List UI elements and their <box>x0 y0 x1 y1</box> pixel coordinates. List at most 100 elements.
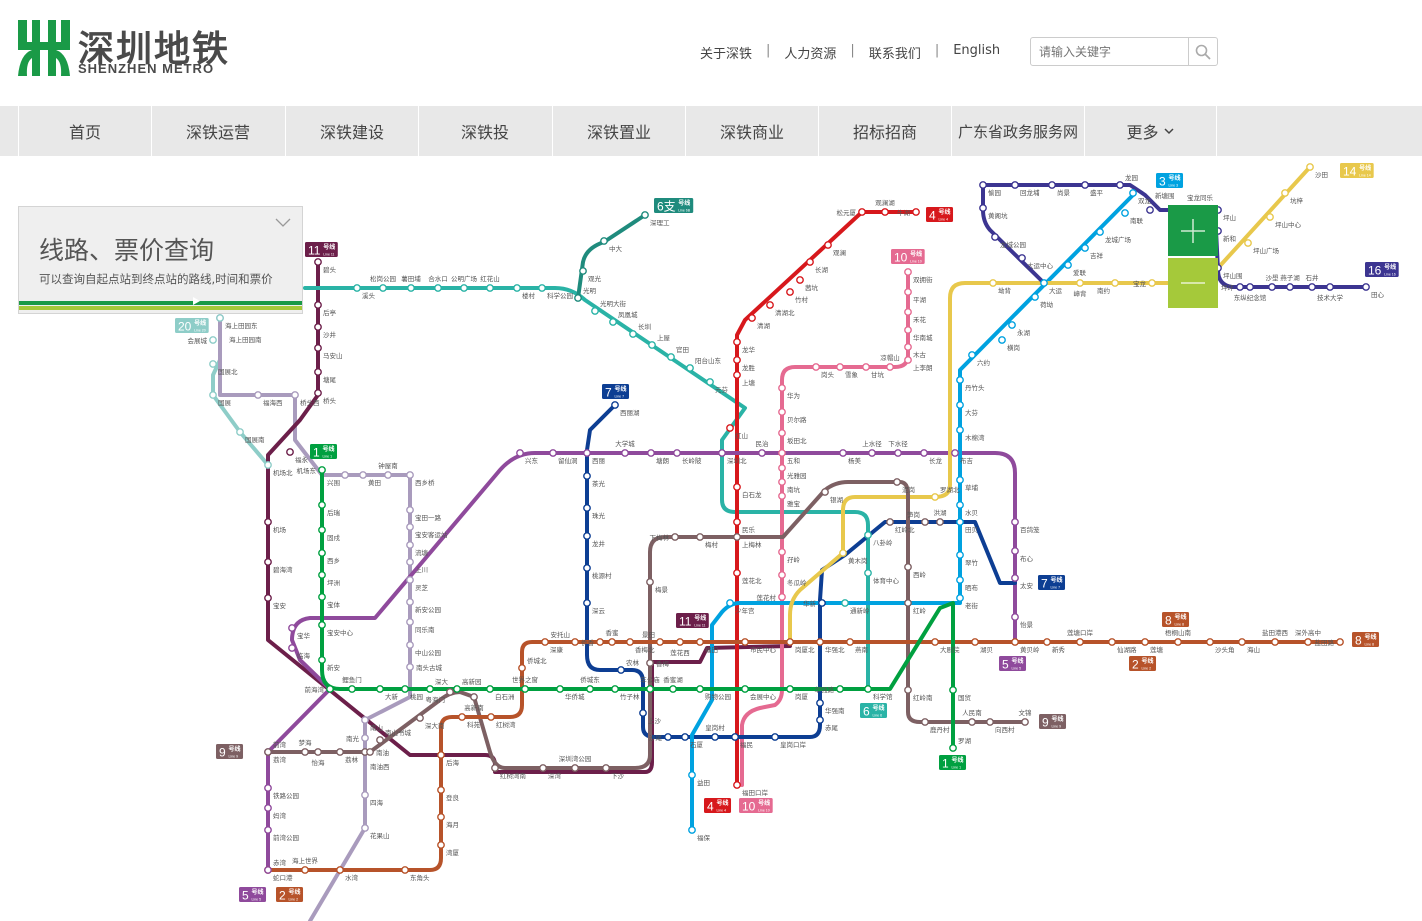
station-marker[interactable] <box>407 284 415 292</box>
station-marker[interactable] <box>583 472 591 480</box>
station-marker[interactable] <box>812 363 820 371</box>
station-marker[interactable] <box>264 784 272 792</box>
station-marker[interactable] <box>470 693 478 701</box>
station-marker[interactable] <box>1174 638 1182 646</box>
station-marker[interactable] <box>904 356 912 364</box>
station-marker[interactable] <box>886 518 894 526</box>
link-english[interactable]: English <box>953 43 1001 58</box>
station-marker[interactable] <box>318 656 326 664</box>
station-marker[interactable] <box>681 733 689 741</box>
station-marker[interactable] <box>646 685 654 693</box>
station-marker[interactable] <box>491 764 499 772</box>
station-marker[interactable] <box>571 638 579 646</box>
station-marker[interactable] <box>336 866 344 874</box>
station-marker[interactable] <box>841 599 849 607</box>
station-marker[interactable] <box>1271 638 1279 646</box>
station-marker[interactable] <box>688 771 696 779</box>
station-marker[interactable] <box>839 549 847 557</box>
station-marker[interactable] <box>956 576 964 584</box>
station-marker[interactable] <box>931 493 939 501</box>
station-marker[interactable] <box>1236 283 1244 291</box>
station-marker[interactable] <box>1011 613 1019 621</box>
station-marker[interactable] <box>1362 283 1370 291</box>
station-marker[interactable] <box>264 826 272 834</box>
station-marker[interactable] <box>487 713 495 721</box>
station-marker[interactable] <box>1011 574 1019 582</box>
station-marker[interactable] <box>733 533 741 541</box>
nav-construction[interactable]: 深铁建设 <box>285 106 418 156</box>
station-marker[interactable] <box>574 294 582 302</box>
station-marker[interactable] <box>868 449 876 457</box>
station-marker[interactable] <box>539 764 547 772</box>
station-marker[interactable] <box>968 718 976 726</box>
station-marker[interactable] <box>1238 638 1246 646</box>
station-marker[interactable] <box>1121 209 1129 217</box>
line-badge[interactable]: 6支号线Line 6B <box>654 198 694 214</box>
station-marker[interactable] <box>998 336 1006 344</box>
station-marker[interactable] <box>264 558 272 566</box>
station-marker[interactable] <box>1021 718 1029 726</box>
station-marker[interactable] <box>1011 181 1019 189</box>
station-marker[interactable] <box>1306 163 1314 171</box>
station-marker[interactable] <box>318 466 326 474</box>
station-marker[interactable] <box>1064 261 1072 269</box>
station-marker[interactable] <box>366 748 374 756</box>
logo[interactable]: 深圳地铁 SHENZHEN METRO <box>18 20 233 78</box>
station-marker[interactable] <box>376 685 384 693</box>
station-marker[interactable] <box>1111 279 1119 287</box>
station-marker[interactable] <box>1308 283 1316 291</box>
station-marker[interactable] <box>846 638 854 646</box>
station-marker[interactable] <box>956 518 964 526</box>
station-marker[interactable] <box>583 532 591 540</box>
station-marker[interactable] <box>688 826 696 834</box>
station-marker[interactable] <box>301 748 309 756</box>
station-marker[interactable] <box>318 549 326 557</box>
station-marker[interactable] <box>264 461 272 469</box>
station-marker[interactable] <box>778 408 786 416</box>
link-contact[interactable]: 联系我们 <box>868 47 921 62</box>
station-marker[interactable] <box>406 576 414 584</box>
nav-home[interactable]: 首页 <box>18 106 151 156</box>
station-marker[interactable] <box>602 764 610 772</box>
station-marker[interactable] <box>778 492 786 500</box>
station-marker[interactable] <box>778 429 786 437</box>
station-marker[interactable] <box>291 391 299 399</box>
station-marker[interactable] <box>1129 189 1137 197</box>
station-marker[interactable] <box>314 301 322 309</box>
station-marker[interactable] <box>264 518 272 526</box>
station-marker[interactable] <box>314 344 322 352</box>
station-marker[interactable] <box>209 391 217 399</box>
station-marker[interactable] <box>583 504 591 512</box>
station-marker[interactable] <box>1048 181 1056 189</box>
station-marker[interactable] <box>1040 279 1048 287</box>
station-marker[interactable] <box>904 288 912 296</box>
station-marker[interactable] <box>460 284 468 292</box>
station-marker[interactable] <box>648 341 656 349</box>
station-marker[interactable] <box>1146 206 1154 214</box>
station-marker[interactable] <box>718 449 726 457</box>
station-marker[interactable] <box>406 541 414 549</box>
station-marker[interactable] <box>1011 547 1019 555</box>
station-marker[interactable] <box>1076 638 1084 646</box>
station-marker[interactable] <box>821 488 829 496</box>
station-marker[interactable] <box>359 471 367 479</box>
station-marker[interactable] <box>361 791 369 799</box>
station-marker[interactable] <box>886 363 894 371</box>
station-marker[interactable] <box>904 326 912 334</box>
station-marker[interactable] <box>348 685 356 693</box>
station-marker[interactable] <box>1096 228 1104 236</box>
station-marker[interactable] <box>806 258 814 266</box>
station-marker[interactable] <box>361 716 369 724</box>
station-marker[interactable] <box>646 659 654 667</box>
station-marker[interactable] <box>904 343 912 351</box>
station-marker[interactable] <box>656 638 664 646</box>
station-marker[interactable] <box>600 237 608 245</box>
station-marker[interactable] <box>778 593 786 601</box>
station-marker[interactable] <box>956 426 964 434</box>
